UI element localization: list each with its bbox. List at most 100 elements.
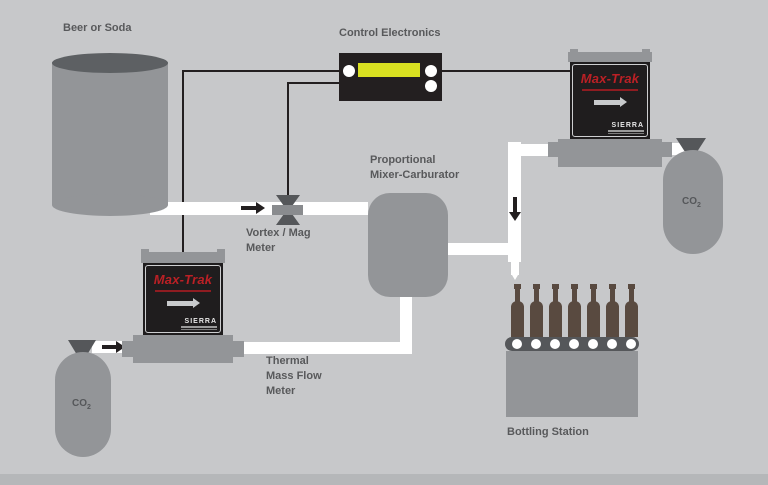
pipe-mixer-outlet — [448, 243, 514, 255]
mixer-label: Proportional Mixer-Carburator — [370, 154, 460, 181]
footer-strip — [0, 474, 768, 485]
filler-nozzle-tip — [512, 275, 518, 280]
meter-bezel — [145, 265, 221, 333]
bottle — [624, 301, 638, 337]
bottle — [628, 288, 634, 304]
conveyor-roller — [531, 339, 541, 349]
maxtrak-meter-right: Max-Trak SIERRA — [548, 49, 672, 167]
sierra-logo-subline — [608, 133, 644, 134]
bottle — [514, 288, 520, 304]
wire-control-to-vortex-v — [287, 82, 289, 196]
bottle — [552, 288, 558, 304]
co2-tank-right — [663, 150, 723, 254]
control-electronics-box — [339, 53, 442, 101]
bottle — [532, 284, 540, 289]
meter-flange — [233, 341, 244, 357]
meter-flange — [122, 341, 133, 357]
sierra-logo: SIERRA — [608, 122, 644, 134]
control-electronics-label: Control Electronics — [339, 27, 441, 39]
mixer-carburator-vessel — [368, 193, 448, 297]
mass-flow-arrow-icon — [594, 100, 620, 105]
flow-arrow-right-icon — [256, 202, 265, 214]
bottle — [627, 284, 635, 289]
bottle-row — [505, 284, 639, 337]
led-display — [358, 63, 420, 77]
vortex-meter-bottom-cone — [276, 215, 300, 225]
meter-cap — [141, 252, 225, 263]
source-tank-body — [52, 62, 168, 205]
bottle — [609, 288, 615, 304]
meter-flow-body — [133, 335, 233, 363]
maxtrak-brand-text: Max-Trak — [153, 272, 213, 287]
co2-tank-left — [55, 352, 111, 457]
bottle — [513, 284, 521, 289]
meter-faceplate: Max-Trak SIERRA — [143, 263, 223, 335]
bottling-station-base — [506, 351, 638, 417]
bottle — [529, 301, 543, 337]
sierra-logo-subline — [181, 329, 217, 330]
filler-nozzle — [511, 262, 519, 275]
conveyor-roller — [550, 339, 560, 349]
mass-flow-arrow-icon — [193, 298, 200, 308]
source-tank-bottom — [52, 194, 168, 216]
meter-faceplate: Max-Trak SIERRA — [570, 62, 650, 139]
bottle — [590, 288, 596, 304]
meter-flange — [662, 142, 672, 157]
flow-arrow-down-icon — [513, 197, 517, 212]
conveyor-roller — [512, 339, 522, 349]
maxtrak-meter-left: Max-Trak SIERRA — [122, 249, 244, 363]
conveyor-belt — [505, 337, 639, 351]
wire-control-to-left-meter-h — [183, 70, 340, 72]
maxtrak-subtitle-line — [155, 290, 211, 292]
sierra-logo: SIERRA — [181, 318, 217, 330]
pipe-right-meter-inlet — [519, 144, 550, 156]
meter-cap — [568, 52, 652, 62]
vortex-meter-label: Vortex / Mag Meter — [246, 227, 311, 254]
bottle — [551, 284, 559, 289]
flow-arrow-down-icon — [509, 212, 521, 221]
bottle — [570, 284, 578, 289]
vortex-meter-top-cone — [276, 195, 300, 205]
bottling-station-label: Bottling Station — [507, 426, 589, 438]
indicator-dot-right-bottom — [425, 80, 437, 92]
flow-arrow-right-icon — [241, 206, 256, 210]
source-tank-lid — [52, 53, 168, 73]
conveyor-roller — [569, 339, 579, 349]
source-tank-label: Beer or Soda — [63, 22, 132, 34]
co2-label: CO2 — [682, 196, 701, 209]
bottle — [567, 301, 581, 337]
pipe-up-to-mixer — [400, 294, 412, 354]
pipe-left-meter-outlet — [242, 342, 410, 354]
wire-control-to-right-meter — [442, 70, 570, 72]
conveyor-roller — [607, 339, 617, 349]
flow-arrow-right-icon — [102, 345, 116, 349]
wire-control-to-vortex-h — [288, 82, 340, 84]
mass-flow-arrow-icon — [167, 301, 193, 306]
co2-label: CO2 — [72, 398, 91, 411]
meter-bezel — [572, 64, 648, 137]
wire-control-to-left-meter-v — [182, 70, 184, 252]
vortex-meter-body — [272, 205, 303, 215]
meter-flow-body — [558, 139, 662, 167]
flow-arrow-right-icon — [116, 341, 125, 353]
bottle — [589, 284, 597, 289]
conveyor-roller — [626, 339, 636, 349]
indicator-dot-right-top — [425, 65, 437, 77]
thermal-meter-label: Thermal Mass Flow Meter — [266, 355, 322, 397]
bottle — [510, 301, 524, 337]
bottle — [605, 301, 619, 337]
maxtrak-subtitle-line — [582, 89, 638, 91]
co2-valve — [68, 340, 96, 353]
co2-valve — [676, 138, 706, 151]
sierra-logo-subline — [608, 130, 644, 132]
mass-flow-arrow-icon — [620, 97, 627, 107]
bottle — [533, 288, 539, 304]
bottle — [548, 301, 562, 337]
bottle — [586, 301, 600, 337]
bottle — [608, 284, 616, 289]
meter-flange — [548, 142, 558, 157]
sierra-logo-subline — [181, 326, 217, 328]
maxtrak-brand-text: Max-Trak — [580, 71, 640, 86]
indicator-dot-left — [343, 65, 355, 77]
